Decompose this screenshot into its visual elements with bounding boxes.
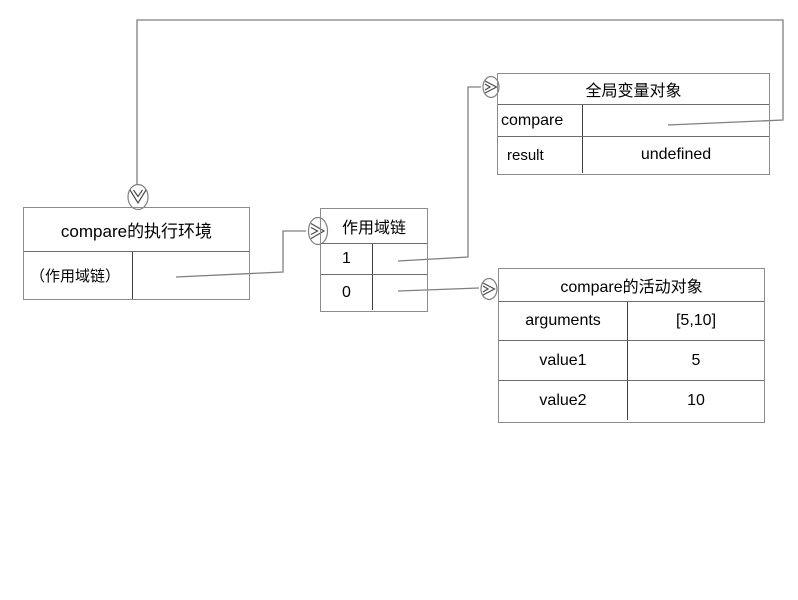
activation-object-value-arguments: [5,10] — [675, 312, 717, 329]
scope-chain-value-0 — [373, 275, 427, 310]
global-object-value-compare — [583, 105, 769, 136]
connector-env-to-scope-chain — [175, 230, 306, 278]
execution-env-box: compare的执行环境 （作用域链） — [23, 207, 250, 300]
activation-object-value-value2: 10 — [687, 391, 705, 409]
scope-chain-value-1 — [373, 244, 427, 274]
connector-scope1-to-global-object — [397, 86, 481, 262]
global-object-title: 全局变量对象 — [498, 74, 769, 105]
activation-object-key-arguments: arguments — [499, 302, 628, 340]
activation-object-table: compare的活动对象 arguments [5,10] value1 5 v… — [498, 268, 765, 423]
connector-compare-to-execution-env — [136, 19, 784, 186]
scope-chain-table: 作用域链 1 0 — [320, 208, 428, 312]
global-object-key-compare: compare — [498, 105, 583, 136]
activation-object-key-value2: value2 — [499, 381, 628, 420]
global-object-value-result: undefined — [640, 146, 712, 163]
activation-object-title: compare的活动对象 — [499, 269, 764, 302]
circled-right-arrow-icon — [482, 75, 500, 99]
scope-chain-index-0: 0 — [321, 275, 373, 310]
execution-env-title: compare的执行环境 — [24, 208, 249, 252]
global-object-table: 全局变量对象 compare result undefined — [497, 73, 770, 175]
scope-chain-index-1: 1 — [321, 244, 373, 274]
connector-scope0-to-activation-object — [397, 287, 480, 292]
activation-object-value-value1: 5 — [691, 351, 701, 369]
scope-chain-pointer-cell — [133, 252, 249, 299]
global-object-key-result: result — [498, 137, 583, 173]
activation-object-key-value1: value1 — [499, 341, 628, 380]
scope-chain-title: 作用域链 — [321, 209, 427, 244]
circled-right-arrow-icon — [480, 277, 498, 301]
circled-down-arrow-icon — [127, 183, 149, 211]
scope-chain-label-cell: （作用域链） — [24, 252, 133, 299]
circled-right-arrow-icon — [307, 216, 329, 246]
